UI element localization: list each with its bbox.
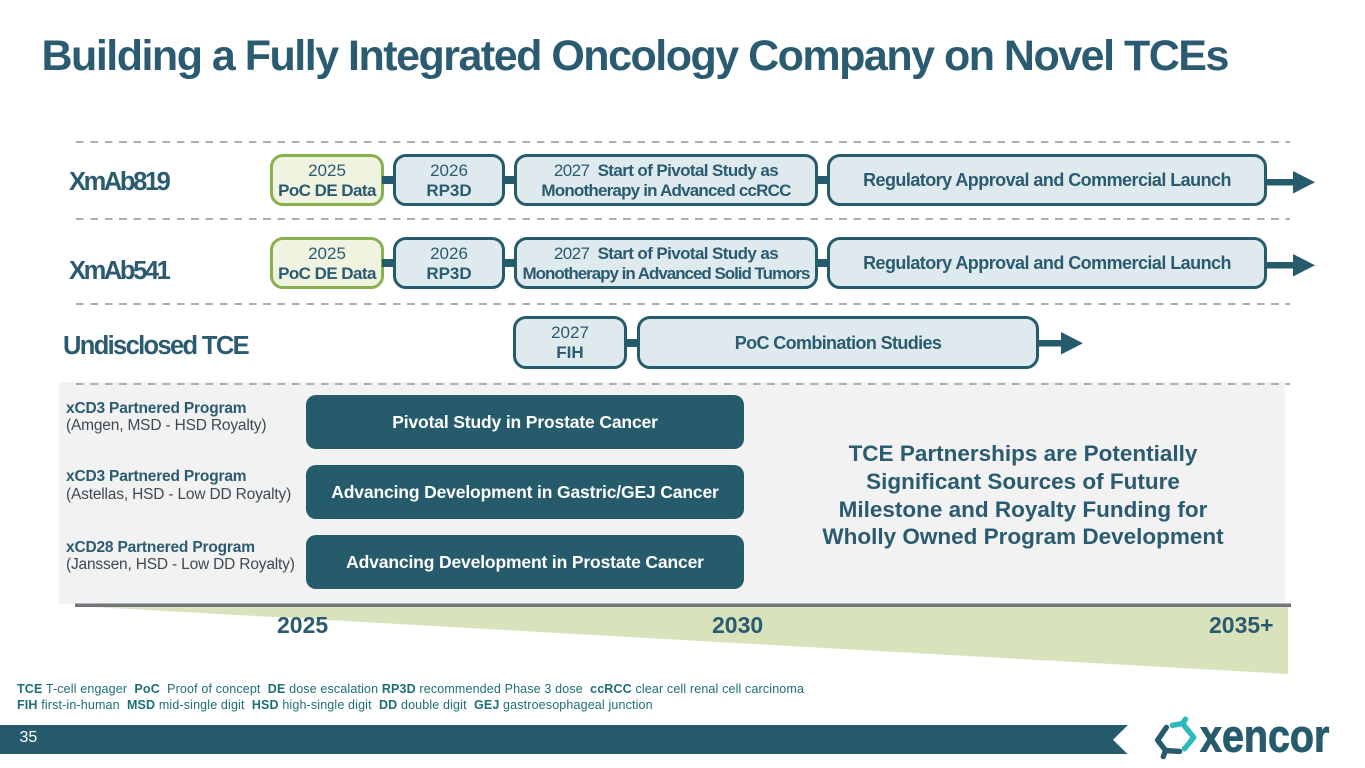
- svg-text:xencor: xencor: [1200, 712, 1329, 761]
